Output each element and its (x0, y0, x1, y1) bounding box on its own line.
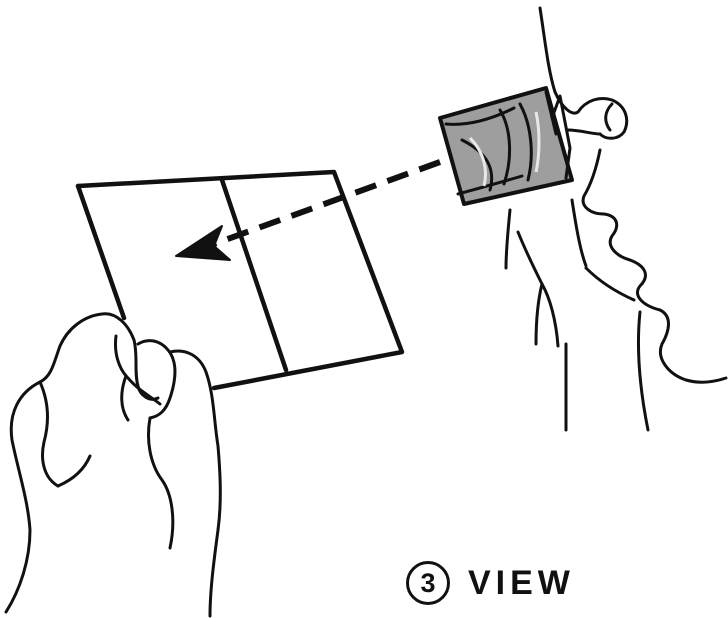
handheld-viewer-icon (438, 86, 574, 206)
hand-icon (4, 312, 222, 618)
step-number-badge: 3 (406, 561, 450, 605)
split-card-icon (75, 169, 405, 391)
step-title: VIEW (468, 563, 575, 602)
step-caption: 3 VIEW (406, 556, 575, 610)
dashed-arrow-icon (175, 159, 442, 261)
face-profile-icon (504, 6, 728, 432)
